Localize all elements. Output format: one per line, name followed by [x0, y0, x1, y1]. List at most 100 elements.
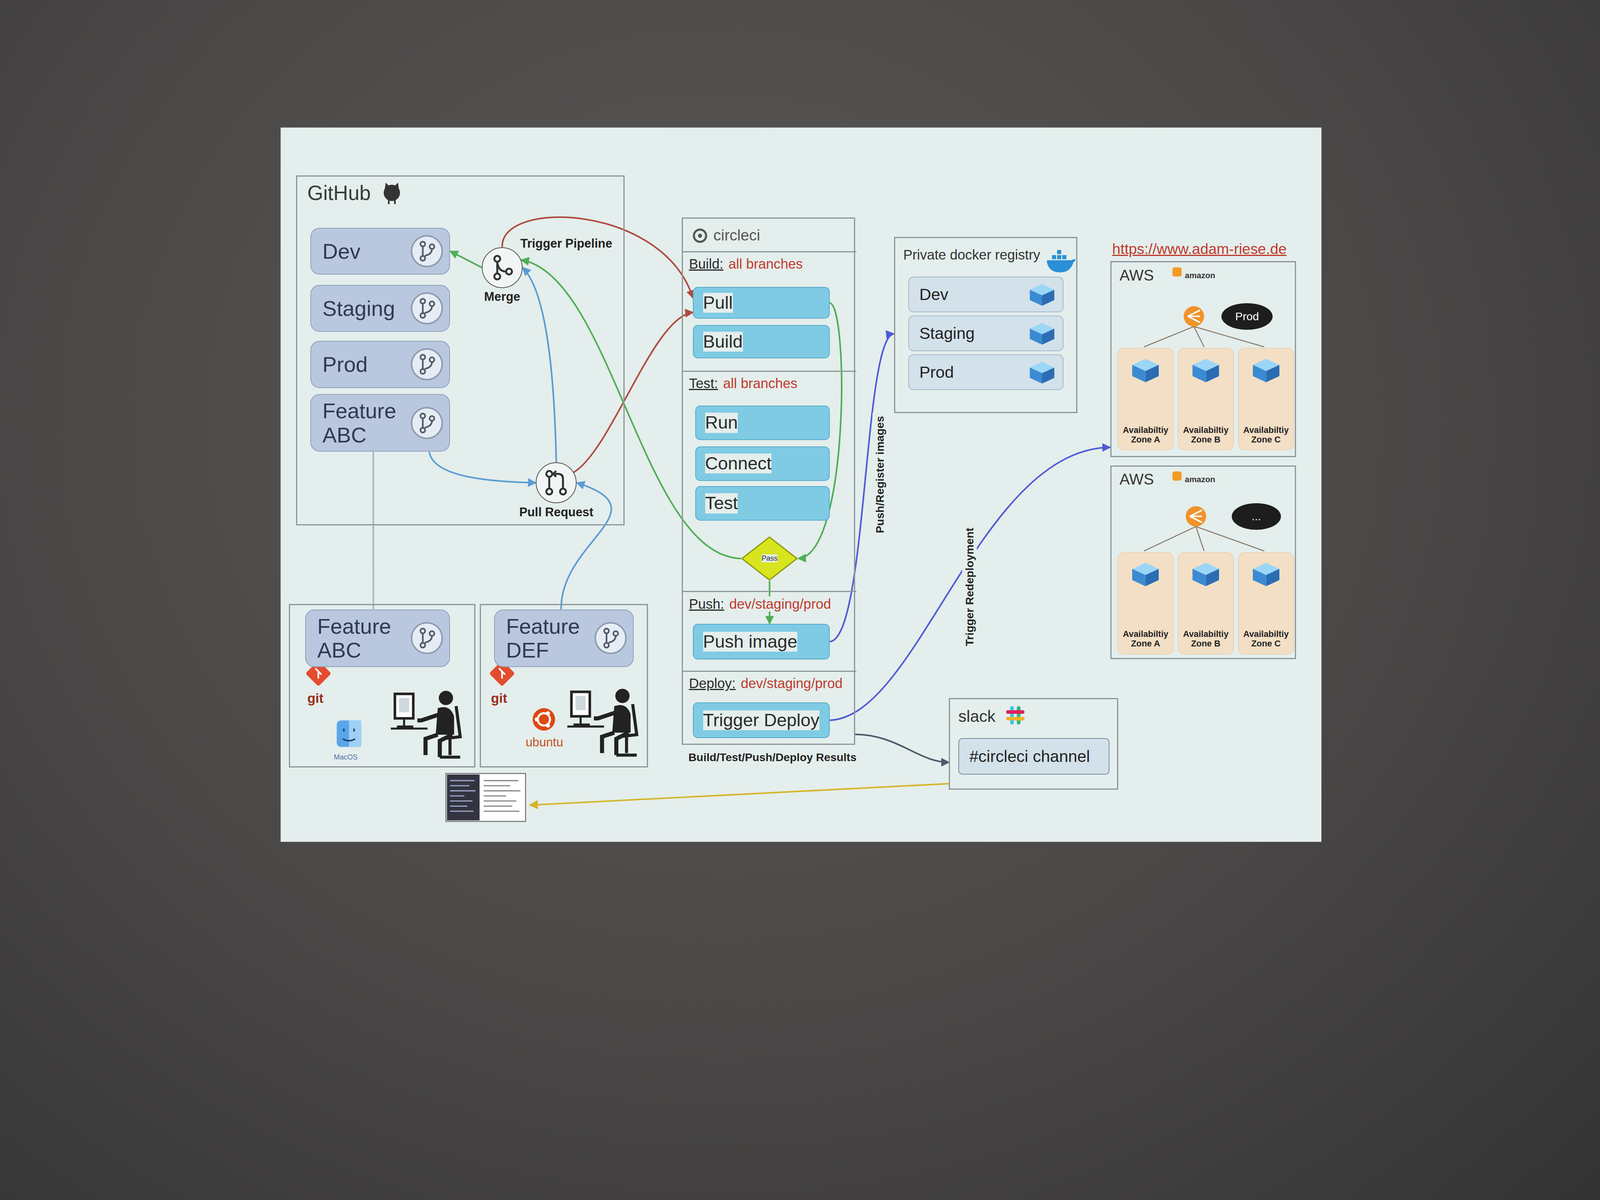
cube-icon [1027, 282, 1057, 307]
node-text: Pass [761, 554, 778, 563]
node-text: circleci [713, 226, 761, 244]
cube-icon [1027, 321, 1057, 346]
git-icon [420, 413, 426, 419]
git-icon [423, 303, 433, 314]
section-header: Deploy:dev/staging/prod [688, 675, 843, 692]
stage-section: Test:all branchesRunConnectTestPass [682, 370, 857, 591]
developer-figure [390, 690, 461, 758]
node-text: Staging [322, 296, 395, 321]
git-icon [409, 233, 445, 269]
cube-icon [1042, 367, 1055, 384]
connector [829, 447, 1111, 721]
cube-icon [1190, 560, 1222, 588]
load-balancer-tree [1144, 526, 1265, 552]
cube-icon [1205, 364, 1220, 383]
git-icon [603, 628, 609, 634]
git-icon [603, 628, 618, 648]
panel: circleciBuild:all branchesPullBuildTest:… [681, 217, 856, 745]
git-icon [546, 471, 553, 477]
node-text: Prod [919, 363, 954, 382]
node-text: dev/staging/prod [729, 596, 832, 612]
text-slot: GitHub [307, 181, 371, 205]
ubuntu-logo [546, 723, 550, 728]
stage-section: Deploy:dev/staging/prodTrigger Deploy [682, 670, 857, 747]
node-text: slack [958, 707, 996, 726]
node-text: amazon [1184, 270, 1216, 280]
node-text: all branches [723, 375, 798, 392]
git-icon [536, 463, 576, 503]
git-action-node: Pull Request [535, 462, 577, 504]
cube-icon [1027, 359, 1057, 385]
slack-logo [1005, 710, 1025, 714]
label-slot: Push/Register images [872, 412, 887, 537]
label-slot: Build/Test/Push/Deploy Results [685, 750, 860, 765]
text-slot: circleci [713, 226, 761, 244]
cube-icon [1190, 356, 1222, 384]
node-text: git [307, 690, 324, 706]
availability-zone: Availabiltiy Zone C [1238, 552, 1295, 655]
git-icon [423, 633, 433, 643]
circleci-logo [694, 229, 707, 243]
load-balancer-icon [1185, 505, 1206, 527]
cube-icon [1265, 364, 1279, 383]
edge-label: Trigger Redeployment [961, 524, 977, 650]
node-text: Private docker registry [903, 247, 1041, 263]
git-icon [411, 407, 443, 439]
git-icon [420, 628, 435, 648]
node-text: Prod [1235, 310, 1260, 324]
developer-figure [438, 690, 454, 706]
node-text: Build [703, 331, 743, 352]
text-slot: amazon [1184, 474, 1216, 484]
pipeline-step: Build [692, 325, 830, 359]
finder-icon [336, 720, 362, 747]
url-label: https://www.adam-riese.de [1112, 240, 1287, 258]
pipeline-step: Run [695, 405, 830, 441]
git-icon [409, 290, 445, 326]
cube-icon [1145, 364, 1159, 383]
branch-pill: Prod [310, 340, 450, 388]
pipeline-step: Test [695, 486, 830, 521]
status-oval: ... [1231, 503, 1281, 530]
cube-icon [1145, 569, 1159, 587]
git-icon [429, 301, 435, 307]
node-text: Availabiltiy Zone C [1241, 629, 1291, 649]
node-text: Feature ABC [322, 398, 403, 447]
stage-section: Push:dev/staging/prodPush image [682, 590, 857, 671]
git-icon [420, 355, 435, 375]
cube-icon [1027, 359, 1057, 385]
node-text: all branches [728, 256, 803, 272]
git-icon [482, 248, 522, 288]
text-slot: AWS [1119, 266, 1154, 284]
git-icon [536, 463, 576, 503]
git-icon [420, 241, 426, 247]
panel: gitubuntuFeature DEF [479, 603, 649, 768]
circleci-logo [694, 229, 707, 243]
node-text: GitHub [307, 181, 371, 205]
node-text: Trigger Deploy [703, 710, 820, 731]
panel: gitMacOSFeature ABC [288, 603, 476, 768]
cube-icon [1265, 569, 1279, 587]
node-text: ... [1251, 510, 1262, 524]
node-text: AWS [1119, 266, 1154, 284]
availability-zone: Availabiltiy Zone A [1117, 552, 1174, 655]
node-text: dev/staging/prod [740, 675, 843, 692]
node-text: AWS [1119, 470, 1154, 488]
ubuntu-logo [546, 711, 550, 716]
git-icon [494, 255, 501, 262]
ubuntu-logo [532, 708, 556, 731]
docker-whale [1046, 250, 1076, 273]
text-slot: https://www.adam-riese.de [1112, 240, 1287, 258]
branch-pill: Feature DEF [494, 609, 634, 668]
git-icon [409, 290, 445, 326]
connector [450, 251, 482, 268]
git-icon [546, 471, 566, 495]
cube-icon [1250, 356, 1282, 384]
git-icon [409, 621, 445, 656]
node-text: Test: [688, 375, 718, 392]
git-icon [420, 628, 426, 634]
text-slot: MacOS [333, 753, 358, 762]
text-slot: git [307, 690, 324, 706]
connector [573, 312, 694, 473]
amazon-logo [1172, 471, 1182, 481]
